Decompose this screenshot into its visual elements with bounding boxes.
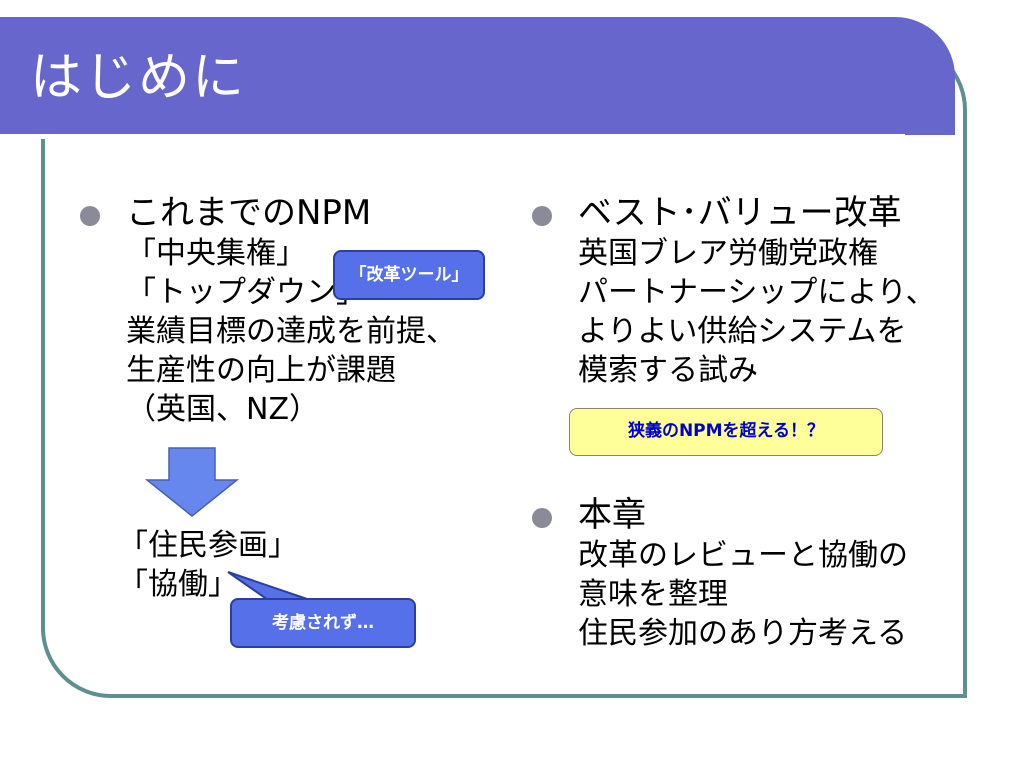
text-line: よりよい供給システムを bbox=[578, 314, 907, 349]
down-arrow-icon bbox=[144, 447, 240, 517]
text-line: 模索する試み bbox=[578, 353, 758, 388]
text-line: 「協働」 bbox=[118, 567, 238, 602]
text-line: 意味を整理 bbox=[578, 577, 728, 612]
bullet-icon bbox=[80, 206, 100, 226]
text-line: 「中央集権」 bbox=[126, 236, 306, 271]
bullet-heading: ベスト･バリュー改革 bbox=[578, 193, 902, 233]
text-line: （英国、NZ） bbox=[126, 392, 319, 427]
text-line: 改革のレビューと協働の bbox=[578, 538, 908, 573]
callout-reform-tools: 「改革ツール」 bbox=[333, 250, 485, 300]
bullet-item-chapter: 本章 改革のレビューと協働の 意味を整理 住民参加のあり方考える bbox=[532, 494, 908, 653]
right-column: ベスト･バリュー改革 英国ブレア労働党政権 パートナーシップにより、 よりよい供… bbox=[532, 192, 936, 390]
title-underline bbox=[0, 134, 905, 139]
bullet-icon bbox=[532, 508, 552, 528]
right-column-chapter: 本章 改革のレビューと協働の 意味を整理 住民参加のあり方考える bbox=[532, 494, 908, 653]
callout-beyond-npm: 狭義のNPMを超える！？ bbox=[569, 408, 883, 456]
callout-not-considered: 考慮されず… bbox=[230, 598, 416, 648]
slide-title: はじめに bbox=[30, 48, 247, 108]
text-line: 「トップダウン」 bbox=[126, 275, 366, 310]
left-column: これまでのNPM 「中央集権」 「トップダウン」 業績目標の達成を前提、 生産性… bbox=[80, 192, 456, 429]
bullet-item-npm: これまでのNPM 「中央集権」 「トップダウン」 業績目標の達成を前提、 生産性… bbox=[80, 192, 456, 429]
text-line: 業績目標の達成を前提、 bbox=[126, 314, 456, 349]
bullet-item-best-value: ベスト･バリュー改革 英国ブレア労働党政権 パートナーシップにより、 よりよい供… bbox=[532, 192, 936, 390]
text-line: 「住民参画」 bbox=[118, 528, 298, 563]
text-line: パートナーシップにより、 bbox=[578, 275, 936, 310]
bullet-icon bbox=[532, 206, 552, 226]
left-after-arrow: 「住民参画」 「協働」 bbox=[118, 526, 298, 604]
bullet-heading: これまでのNPM bbox=[126, 193, 372, 233]
bullet-heading: 本章 bbox=[578, 495, 646, 535]
text-line: 住民参加のあり方考える bbox=[578, 616, 908, 651]
text-line: 生産性の向上が課題 bbox=[126, 353, 396, 388]
text-line: 英国ブレア労働党政権 bbox=[578, 236, 878, 271]
title-bar bbox=[0, 17, 955, 135]
